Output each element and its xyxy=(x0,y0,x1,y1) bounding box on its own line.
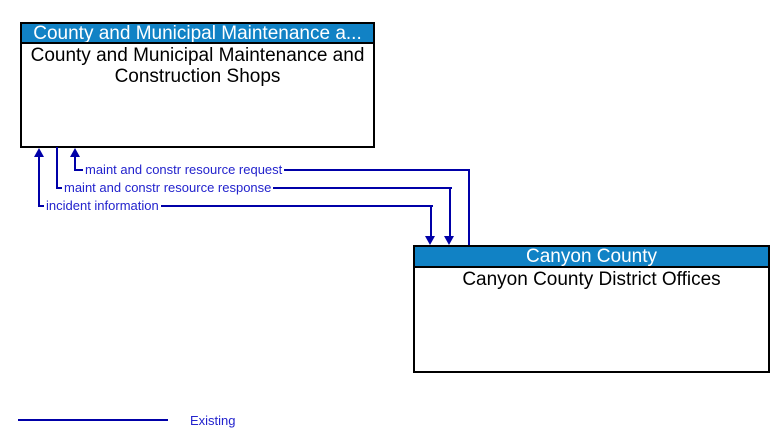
flow-incident-vline-right xyxy=(430,205,432,237)
entity-header-county-municipal: County and Municipal Maintenance a... xyxy=(22,24,373,44)
flow-response-vline-left xyxy=(56,147,58,189)
legend-existing-label: Existing xyxy=(190,413,236,428)
arrowhead-down-icon xyxy=(425,236,435,245)
legend-existing-line xyxy=(18,419,168,421)
flow-label-resource-response[interactable]: maint and constr resource response xyxy=(62,180,274,195)
flow-incident-vline-left xyxy=(38,156,40,207)
entity-body-canyon-county: Canyon County District Offices xyxy=(462,269,721,290)
flow-request-vline-right xyxy=(468,169,470,245)
entity-box-county-municipal-shops[interactable]: County and Municipal Maintenance a... Co… xyxy=(20,22,375,148)
arrowhead-up-icon xyxy=(34,148,44,157)
entity-box-canyon-county[interactable]: Canyon County Canyon County District Off… xyxy=(413,245,770,373)
arrowhead-down-icon xyxy=(444,236,454,245)
entity-body-county-municipal: County and Municipal Maintenance and Con… xyxy=(30,45,365,87)
flow-response-vline-right xyxy=(449,187,451,237)
flow-label-incident-information[interactable]: incident information xyxy=(44,198,161,213)
flow-label-resource-request[interactable]: maint and constr resource request xyxy=(83,162,285,177)
entity-header-canyon-county: Canyon County xyxy=(415,247,768,268)
flow-request-vline-left xyxy=(74,156,76,171)
flow-incident-hline xyxy=(38,205,433,207)
arrowhead-up-icon xyxy=(70,148,80,157)
